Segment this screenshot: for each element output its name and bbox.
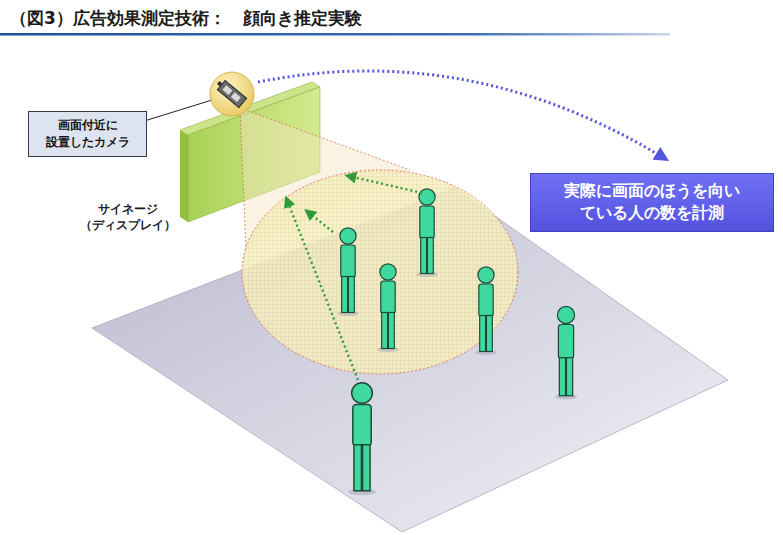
gaze-arrow [308,212,333,232]
title-rule [0,33,670,36]
result-arrow [258,71,664,158]
camera-lens-ball [210,72,254,116]
box-text: 実際に画面のほうを向い ている人の数を計測 [541,180,763,225]
person-figure [475,267,497,355]
title: （図3）広告効果測定技術： 顔向き推定実験 [10,7,362,30]
person-figure [555,306,578,399]
gaze-arrow [349,176,422,193]
leader-line [141,100,212,122]
person-figure [377,264,399,352]
part-label: サイネージ （ディスプレイ） [70,201,186,233]
box-text: 画面付近に 設置したカメラ [37,117,138,151]
signage-side [180,130,188,222]
person-figure [348,383,376,496]
view-line [240,108,410,170]
result-box: 実際に画面のほうを向い ている人の数を計測 [530,173,774,232]
people [337,189,577,495]
callout-box: 画面付近に 設置したカメラ [28,111,147,157]
view-area [242,170,518,374]
gaze-arrow [287,200,358,380]
camera-icon [214,78,246,108]
person-figure [416,189,438,277]
view-line [240,108,246,250]
person-figure [337,228,359,316]
